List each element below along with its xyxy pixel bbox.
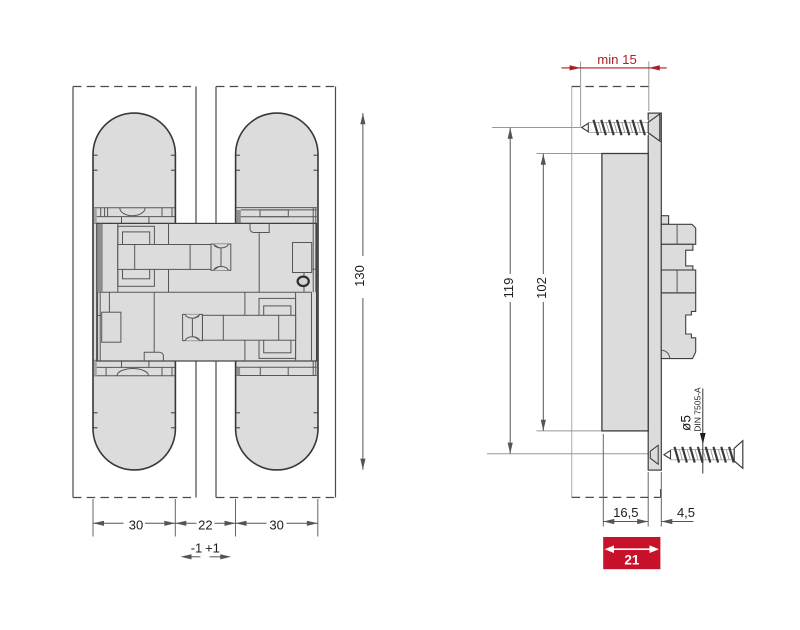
svg-text:ø5: ø5 [679,415,694,431]
svg-text:16,5: 16,5 [613,505,638,520]
svg-text:min 15: min 15 [597,52,637,67]
svg-text:21: 21 [624,552,640,567]
svg-text:22: 22 [198,517,212,532]
svg-text:DIN 7505-A: DIN 7505-A [693,387,703,432]
svg-text:102: 102 [534,277,549,299]
svg-text:130: 130 [352,265,367,287]
svg-text:30: 30 [129,517,143,532]
svg-text:119: 119 [501,278,516,299]
svg-text:30: 30 [269,517,283,532]
svg-text:+1: +1 [205,541,220,556]
svg-text:4,5: 4,5 [677,505,695,520]
svg-text:-1: -1 [191,541,203,556]
